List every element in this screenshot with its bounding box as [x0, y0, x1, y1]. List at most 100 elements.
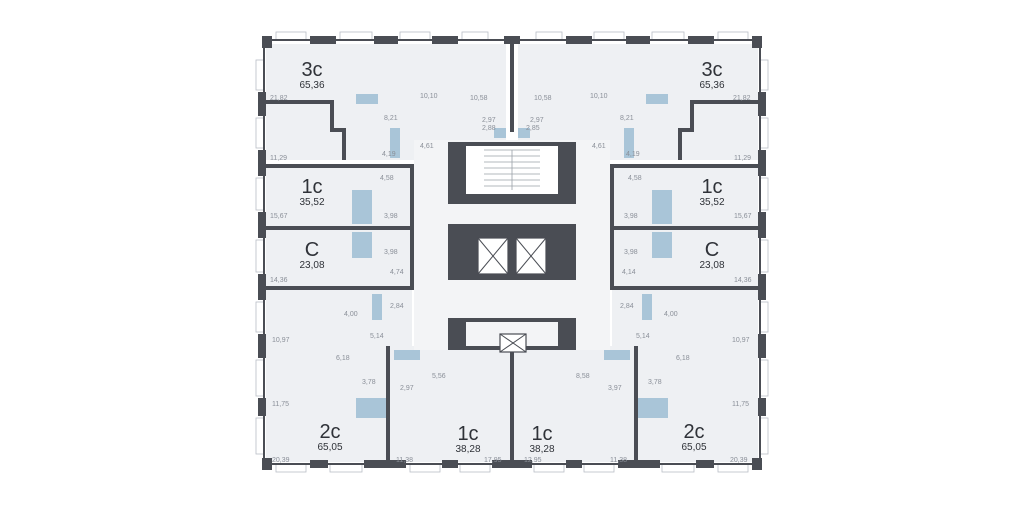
wall-pier [758, 334, 766, 358]
wall-pier [758, 150, 766, 176]
room-label: 5,14 [636, 333, 650, 340]
wall-pier [258, 92, 266, 116]
apt-s1r-area: 38,28 [529, 444, 554, 455]
window [275, 31, 307, 41]
room-label: 11,38 [396, 457, 413, 464]
bath-accent [390, 128, 400, 158]
party-wall [610, 230, 614, 290]
party-wall [610, 226, 760, 230]
apt-w1-fill[interactable] [266, 168, 412, 226]
window [759, 59, 769, 91]
closet-accent [652, 190, 672, 224]
apt-s1l-type: 1с [457, 423, 478, 445]
window [759, 177, 769, 211]
room-label: 5,14 [370, 333, 384, 340]
party-wall [264, 100, 332, 104]
room-label: 20,39 [272, 457, 290, 464]
wall-pier [374, 36, 398, 44]
room-label: 4,61 [420, 143, 434, 150]
window [759, 117, 769, 149]
windows [255, 31, 769, 473]
wall-pier [262, 458, 272, 470]
apt-nw-area: 65,36 [299, 80, 324, 91]
room-label: 4,58 [628, 175, 642, 182]
room-label: 20,39 [730, 457, 748, 464]
wet-zones [352, 94, 672, 418]
wall-pier [688, 36, 714, 44]
window [535, 31, 563, 41]
room-label: 17,95 [484, 457, 502, 464]
room-label: 3,98 [384, 249, 398, 256]
window [255, 359, 265, 397]
window [459, 463, 491, 473]
closet-accent [356, 398, 386, 418]
room-label: 10,97 [732, 337, 750, 344]
wall-pier [752, 36, 762, 48]
apt-ec-area: 23,08 [699, 260, 724, 271]
room-label: 2,85 [526, 125, 540, 132]
apt-s1l-fill[interactable] [390, 346, 510, 462]
window [255, 301, 265, 333]
room-label: 4,19 [382, 151, 396, 158]
room-label: 21,82 [270, 95, 288, 102]
apt-w1-type: 1с [301, 176, 322, 198]
apt-s1r-type: 1с [531, 423, 552, 445]
window [717, 463, 749, 473]
bath-accent [518, 128, 530, 138]
room-label: 4,14 [622, 269, 636, 276]
apt-ec-type: С [705, 239, 719, 261]
apt-s1r-fill[interactable] [514, 346, 634, 462]
closet-accent [352, 190, 372, 224]
window [661, 463, 695, 473]
party-wall [264, 226, 414, 230]
wall-pier [626, 36, 650, 44]
window [255, 239, 265, 273]
apt-wc-fill[interactable] [266, 230, 412, 286]
party-wall [678, 128, 682, 160]
closet-accent [642, 294, 652, 320]
room-label: 10,58 [470, 95, 488, 102]
room-label: 2,97 [400, 385, 414, 392]
closet-accent [352, 232, 372, 258]
wall-pier [696, 460, 714, 468]
party-wall [610, 286, 760, 290]
apt-e1-fill[interactable] [612, 168, 758, 226]
party-wall [610, 168, 614, 228]
room-label: 14,36 [270, 277, 288, 284]
room-label: 6,18 [676, 355, 690, 362]
wall-pier [752, 458, 762, 470]
room-label: 2,88 [482, 125, 496, 132]
stair-steps [484, 149, 540, 190]
wall-pier [758, 398, 766, 416]
room-label: 10,10 [590, 93, 608, 100]
room-label: 4,58 [380, 175, 394, 182]
room-label: 8,21 [384, 115, 398, 122]
party-wall [386, 346, 390, 464]
party-wall [634, 346, 638, 464]
room-label: 3,78 [648, 379, 662, 386]
room-label: 2,84 [390, 303, 404, 310]
room-label: 3,98 [384, 213, 398, 220]
apt-ec-fill[interactable] [612, 230, 758, 286]
room-label: 2,97 [482, 117, 496, 124]
wall-pier [758, 92, 766, 116]
party-wall [610, 164, 760, 168]
window [339, 31, 373, 41]
window [759, 301, 769, 333]
window [759, 417, 769, 455]
bath-accent [624, 128, 634, 158]
apt-se-type: 2с [683, 421, 704, 443]
apt-se-area: 65,05 [681, 442, 706, 453]
closet-accent [652, 232, 672, 258]
apt-s1l-area: 38,28 [455, 444, 480, 455]
room-label: 2,84 [620, 303, 634, 310]
party-wall [330, 128, 344, 132]
party-wall [690, 100, 760, 104]
elevator-block [448, 224, 576, 280]
elevators [477, 237, 547, 353]
room-label: 11,75 [732, 401, 749, 408]
window [759, 239, 769, 273]
window [593, 31, 625, 41]
apartment-labels: 3с 65,36 3с 65,36 1с 35,52 1с 35,52 С 23… [299, 59, 724, 455]
room-labels: 21,82 10,10 10,58 10,58 10,10 21,82 8,21… [270, 93, 752, 464]
